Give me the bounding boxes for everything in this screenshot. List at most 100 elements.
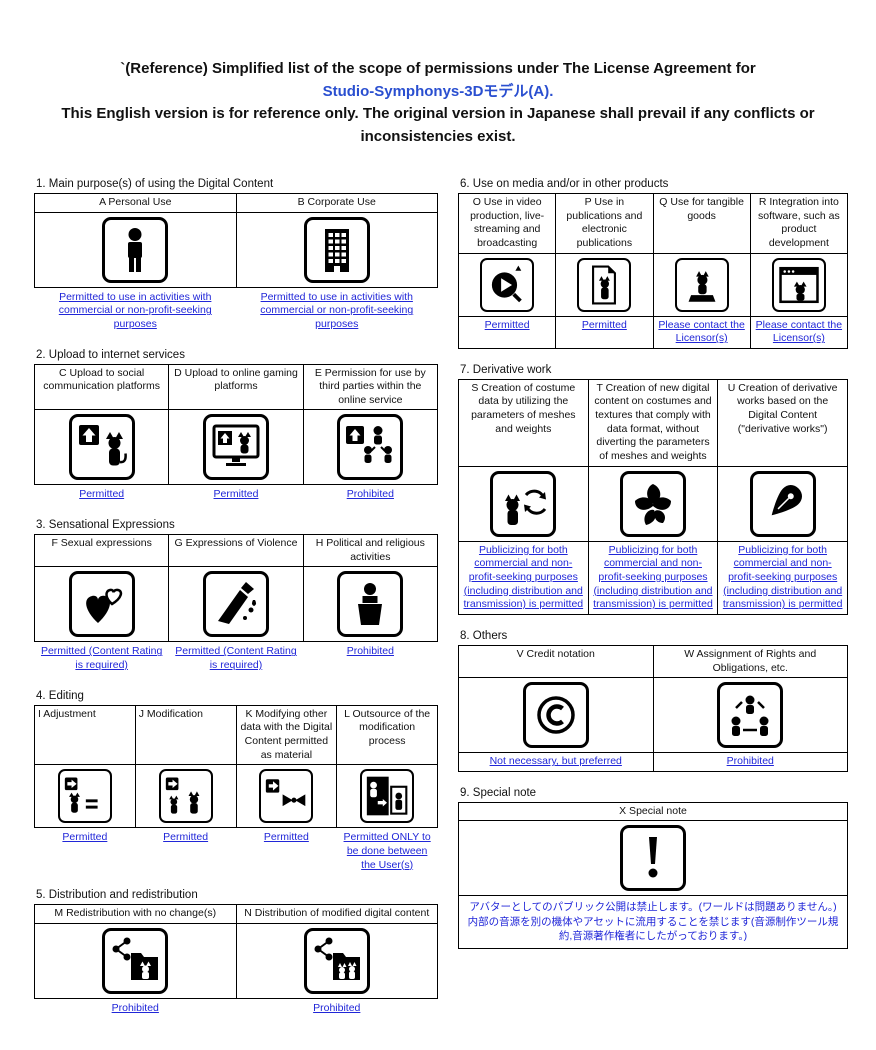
- figurine-icon: [674, 257, 729, 312]
- section-heading: 9. Special note: [460, 786, 537, 799]
- item-label: R Integration into software, such as pro…: [749, 193, 849, 254]
- item-label: S Creation of costume data by utilizing …: [458, 378, 589, 467]
- status-text: Please contact the Licensor(s): [749, 315, 849, 349]
- status-text: Please contact the Licensor(s): [652, 315, 751, 349]
- item-label: P Use in publications and electronic pub…: [555, 193, 654, 254]
- permissions-table-6: O Use in video production, live-streamin…: [457, 193, 849, 349]
- item-label: N Distribution of modified digital conte…: [235, 904, 438, 924]
- status-text: Permitted to use in activities with comm…: [58, 290, 212, 330]
- copyright-icon: [522, 682, 589, 749]
- permissions-table-5: M Redistribution with no change(s) N Dis…: [34, 904, 438, 1017]
- status-text: Permitted (Content Rating is required): [40, 645, 163, 672]
- permissions-table-3: F Sexual expressions G Expressions of Vi…: [33, 534, 439, 675]
- section-editing: 4. Editing I Adjustment J Modification K…: [34, 690, 438, 874]
- section-special-note: 9. Special note X Special note アバターとしてのパ…: [458, 787, 848, 950]
- section-media-products: 6. Use on media and/or in other products…: [457, 178, 849, 349]
- note-line-1: アバターとしてのパブリック公開は禁止します。(ワールドは問題ありません。): [469, 901, 837, 914]
- section-distribution: 5. Distribution and redistribution M Red…: [34, 889, 438, 1017]
- item-label: Q Use for tangible goods: [652, 193, 751, 254]
- content-columns: 1. Main purpose(s) of using the Digital …: [0, 148, 876, 1050]
- item-label: M Redistribution with no change(s): [34, 904, 237, 924]
- section-heading: 3. Sensational Expressions: [36, 519, 175, 532]
- section-heading: 1. Main purpose(s) of using the Digital …: [36, 178, 274, 190]
- title-line-1: `(Reference) Simplified list of the scop…: [120, 60, 756, 77]
- status-text: Permitted to use in activities with comm…: [260, 290, 414, 330]
- item-label: H Political and religious activities: [302, 534, 439, 568]
- section-heading: 4. Editing: [36, 689, 84, 702]
- status-text: Publicizing for both commercial and non-…: [458, 540, 589, 615]
- item-label: K Modifying other data with the Digital …: [235, 704, 338, 766]
- item-label: V Credit notation: [458, 644, 654, 679]
- status-text: Prohibited: [346, 645, 394, 658]
- special-note-text: アバターとしてのパブリック公開は禁止します。(ワールドは問題ありません。) 内部…: [458, 895, 848, 950]
- section-main-purpose: 1. Main purpose(s) of using the Digital …: [34, 178, 438, 334]
- status-text: Not necessary, but preferred: [458, 752, 654, 772]
- permissions-table-7: S Creation of costume data by utilizing …: [458, 378, 848, 615]
- section-others: 8. Others V Credit notation W Assignment…: [458, 630, 848, 772]
- person-icon: [102, 216, 169, 283]
- item-label: C Upload to social communication platfor…: [33, 363, 170, 411]
- status-text: Permitted: [555, 315, 654, 349]
- item-label: I Adjustment: [34, 704, 136, 766]
- item-label: E Permission for use by third parties wi…: [302, 363, 439, 411]
- status-text: Permitted ONLY to be done between the Us…: [343, 831, 431, 871]
- item-label: A Personal Use: [34, 193, 237, 213]
- adjustment-icon: [57, 769, 112, 824]
- podium-speech-icon: [337, 571, 404, 638]
- status-text: Prohibited: [346, 488, 394, 501]
- section-derivative: 7. Derivative work S Creation of costume…: [458, 364, 848, 615]
- item-label: T Creation of new digital content on cos…: [587, 378, 719, 467]
- status-text: Permitted (Content Rating is required): [175, 645, 297, 672]
- video-play-icon: [480, 257, 535, 312]
- share-modified-folder-icon: [303, 927, 370, 994]
- upload-gaming-icon: [202, 414, 269, 481]
- modification-icon: [158, 769, 213, 824]
- item-label: X Special note: [458, 801, 848, 822]
- hearts-icon: [68, 571, 135, 638]
- share-folder-icon: [102, 927, 169, 994]
- item-label: D Upload to online gaming platforms: [168, 363, 304, 411]
- item-label: W Assignment of Rights and Obligations, …: [652, 644, 848, 679]
- permissions-table-2: C Upload to social communication platfor…: [33, 363, 439, 505]
- section-upload: 2. Upload to internet services C Upload …: [33, 348, 439, 505]
- fabric-pieces-icon: [619, 470, 686, 537]
- item-label: U Creation of derivative works based on …: [717, 378, 848, 467]
- exclamation-icon: [620, 825, 686, 892]
- status-text: Prohibited: [313, 1001, 361, 1014]
- left-column: 1. Main purpose(s) of using the Digital …: [33, 178, 439, 1032]
- third-party-use-icon: [337, 414, 404, 481]
- right-column: 6. Use on media and/or in other products…: [457, 178, 849, 964]
- item-label: G Expressions of Violence: [168, 534, 304, 568]
- permissions-table-9: X Special note アバターとしてのパブリック公開は禁止します。(ワー…: [458, 801, 848, 950]
- status-text: Publicizing for both commercial and non-…: [717, 540, 848, 615]
- section-heading: 8. Others: [460, 629, 508, 642]
- software-window-icon: [771, 257, 826, 312]
- title-product-name: Studio-Symphonys-3Dモデル(A).: [322, 82, 554, 100]
- section-heading: 6. Use on media and/or in other products: [460, 178, 669, 190]
- costume-recycle-icon: [490, 470, 557, 537]
- note-line-2: 内部の音源を別の機体やアセットに流用することを禁じます(音源制作ツール規約,音源…: [467, 916, 839, 942]
- section-heading: 5. Distribution and redistribution: [36, 889, 198, 902]
- permissions-table-1: A Personal Use B Corporate Use: [34, 193, 438, 334]
- item-label: L Outsource of the modification process: [336, 704, 438, 766]
- outsource-icon: [360, 769, 415, 824]
- item-label: F Sexual expressions: [33, 534, 170, 568]
- assignment-icon: [717, 682, 784, 749]
- permissions-table-4: I Adjustment J Modification K Modifying …: [34, 704, 438, 874]
- status-text: Publicizing for both commercial and non-…: [587, 540, 719, 615]
- section-heading: 2. Upload to internet services: [36, 348, 185, 361]
- title-line-3: This English version is for reference on…: [61, 105, 815, 145]
- status-text: Prohibited: [652, 752, 848, 772]
- section-sensational: 3. Sensational Expressions F Sexual expr…: [33, 519, 439, 675]
- status-text: Prohibited: [111, 1001, 159, 1014]
- status-text: Permitted: [457, 315, 557, 349]
- document-title: `(Reference) Simplified list of the scop…: [0, 0, 876, 148]
- status-text: Permitted: [79, 488, 125, 501]
- modify-material-icon: [259, 769, 314, 824]
- item-label: J Modification: [134, 704, 237, 766]
- upload-social-icon: [68, 414, 135, 481]
- building-icon: [303, 216, 370, 283]
- status-text: Permitted: [62, 831, 108, 844]
- status-text: Permitted: [263, 831, 309, 844]
- knife-icon: [202, 571, 269, 638]
